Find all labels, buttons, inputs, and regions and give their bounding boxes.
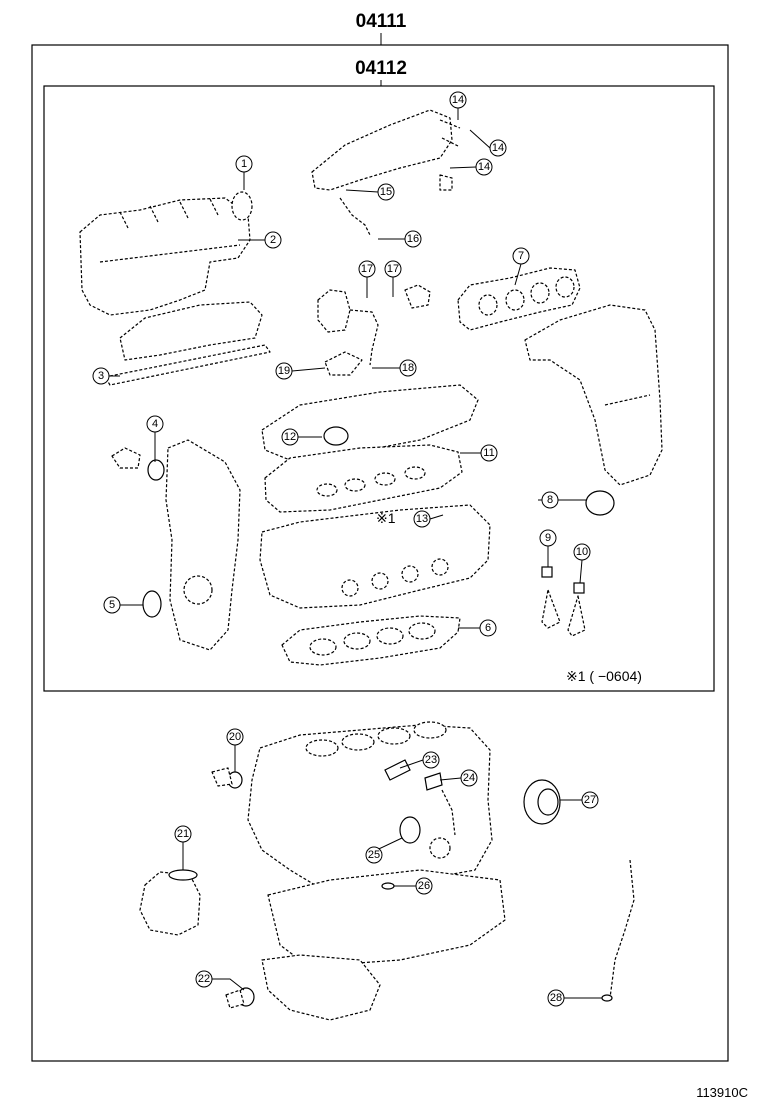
svg-text:14: 14: [492, 142, 504, 154]
callout-17-a: 17: [358, 260, 376, 278]
callout-1: 1: [235, 155, 253, 173]
callout-4: 4: [146, 415, 164, 433]
callout-22: 22: [195, 970, 213, 988]
intake-manifold-illustration: [311, 109, 461, 236]
callout-14-b: 14: [489, 139, 507, 157]
oil-pump-illustration: [139, 869, 201, 936]
svg-text:15: 15: [380, 186, 392, 198]
callout-24: 24: [460, 769, 478, 787]
svg-text:14: 14: [478, 161, 490, 173]
svg-text:9: 9: [545, 532, 551, 544]
svg-text:17: 17: [361, 263, 373, 275]
gasket-23-shape: [384, 759, 411, 781]
callout-19: 19: [275, 362, 293, 380]
figure-id: 113910C: [696, 1085, 748, 1100]
callout-6: 6: [479, 619, 497, 637]
svg-text:13: 13: [416, 513, 428, 525]
svg-text:25: 25: [368, 849, 380, 861]
callout-2: 2: [264, 231, 282, 249]
callout-27: 27: [581, 791, 599, 809]
callout-18: 18: [399, 359, 417, 377]
timing-cover-illustration: [111, 439, 241, 651]
exhaust-manifold-illustration: [457, 267, 663, 486]
svg-text:14: 14: [452, 94, 464, 106]
callout-28: 28: [547, 989, 565, 1007]
gasket-24-shape: [424, 772, 443, 791]
svg-text:18: 18: [402, 362, 414, 374]
svg-text:22: 22: [198, 973, 210, 985]
inner-kit-frame: [43, 85, 715, 692]
egr-valve-illustration: [317, 284, 431, 376]
callout-12: 12: [281, 428, 299, 446]
note-range: ※1 ( −0604): [566, 668, 642, 684]
svg-text:4: 4: [152, 418, 158, 430]
callout-21: 21: [174, 825, 192, 843]
kit-inner-code: 04112: [355, 58, 407, 79]
callout-9: 9: [539, 529, 557, 547]
outer-kit-frame: [31, 44, 729, 1062]
kit-outer-code: 04111: [356, 11, 407, 32]
callout-7: 7: [512, 247, 530, 265]
callout-16: 16: [404, 230, 422, 248]
callout-5: 5: [103, 596, 121, 614]
dipstick-guide-28-shape: [609, 859, 635, 999]
sensor-20-shape: [211, 767, 233, 787]
callout-14-c: 14: [475, 158, 493, 176]
note-mark-13: ※1: [376, 510, 396, 526]
svg-text:27: 27: [584, 794, 596, 806]
svg-text:10: 10: [576, 546, 588, 558]
svg-text:19: 19: [278, 365, 290, 377]
svg-text:8: 8: [547, 494, 553, 506]
svg-text:17: 17: [387, 263, 399, 275]
head-cover-illustration: [79, 191, 253, 316]
svg-text:6: 6: [485, 622, 491, 634]
head-cover-lower-illustration: [104, 301, 271, 386]
callout-23: 23: [422, 751, 440, 769]
svg-text:21: 21: [177, 828, 189, 840]
callout-11: 11: [480, 444, 498, 462]
svg-text:7: 7: [518, 250, 524, 262]
svg-text:3: 3: [98, 370, 104, 382]
cylinder-block-illustration: [247, 721, 506, 1021]
pulley-25-shape: [429, 837, 451, 859]
callout-15: 15: [377, 183, 395, 201]
svg-text:12: 12: [284, 431, 296, 443]
svg-text:23: 23: [425, 754, 437, 766]
svg-text:28: 28: [550, 992, 562, 1004]
callout-14-a: 14: [449, 91, 467, 109]
callout-20: 20: [226, 728, 244, 746]
callout-17-b: 17: [384, 260, 402, 278]
oil-seal-25-shape: [399, 816, 421, 844]
callout-13: 13: [413, 510, 431, 528]
callout-25: 25: [365, 846, 383, 864]
cylinder-head-illustration: [259, 384, 491, 609]
head-gasket-illustration: [281, 615, 461, 666]
svg-text:24: 24: [463, 772, 475, 784]
gasket-8-shape: [585, 490, 615, 516]
callout-3: 3: [92, 367, 110, 385]
callout-10: 10: [573, 543, 591, 561]
svg-text:2: 2: [270, 234, 276, 246]
o-ring-28-shape: [601, 994, 613, 1002]
svg-text:11: 11: [483, 447, 494, 459]
callout-8: 8: [541, 491, 559, 509]
sensor-22-shape: [225, 989, 245, 1009]
svg-text:16: 16: [407, 233, 419, 245]
svg-text:26: 26: [418, 880, 430, 892]
valves-illustration: [541, 566, 586, 637]
svg-text:5: 5: [109, 599, 115, 611]
hose-24-shape: [441, 789, 456, 836]
o-ring-26-shape: [381, 882, 395, 890]
oil-seal-27-inner: [537, 788, 559, 816]
callout-26: 26: [415, 877, 433, 895]
svg-text:1: 1: [241, 158, 247, 170]
svg-text:20: 20: [229, 731, 241, 743]
